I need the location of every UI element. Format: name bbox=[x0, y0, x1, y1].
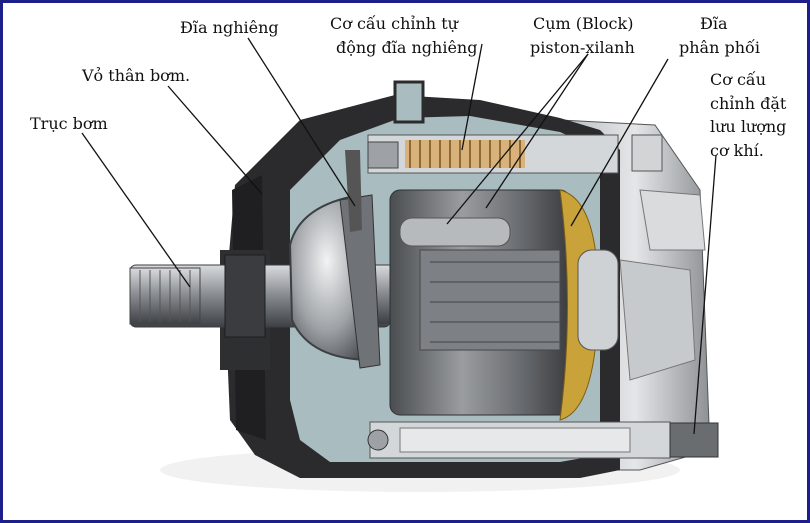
valve-plate bbox=[559, 189, 619, 421]
flow-adjuster bbox=[367, 421, 719, 459]
label-co-cau-luu-luong-line3: lưu lượng bbox=[710, 117, 787, 136]
label-cum-block-line2: piston-xilanh bbox=[530, 38, 635, 57]
label-co-cau-luu-luong-line2: chỉnh đặt bbox=[710, 94, 787, 113]
leader-truc-bom bbox=[81, 132, 191, 288]
leader-dia-nghieng bbox=[247, 37, 356, 207]
label-dia-nghieng: Đĩa nghiêng bbox=[180, 18, 279, 37]
label-dia-phan-phoi-line1: Đĩa bbox=[700, 14, 728, 33]
label-dia-phan-phoi-line2: phân phối bbox=[679, 38, 760, 57]
label-co-cau-chinh-tu-dong-line2: động đĩa nghiêng bbox=[336, 38, 478, 57]
leader-co-cau-chinh-tu-dong bbox=[461, 43, 483, 151]
leader-cum-block-1 bbox=[446, 53, 589, 225]
leader-dia-phan-phoi bbox=[570, 58, 669, 227]
label-co-cau-luu-luong-line4: cơ khí. bbox=[710, 141, 764, 160]
label-vo-than-bom: Vỏ thân bơm. bbox=[82, 66, 191, 85]
leader-cum-block-2 bbox=[485, 53, 589, 209]
label-cum-block-line1: Cụm (Block) bbox=[533, 14, 634, 33]
label-co-cau-luu-luong-line1: Cơ cấu bbox=[710, 70, 767, 89]
cylinder-block bbox=[389, 189, 571, 416]
leader-co-cau-luu-luong bbox=[693, 154, 717, 435]
leader-vo-than-bom bbox=[167, 85, 263, 195]
leader-lines bbox=[81, 37, 717, 435]
swash-plate bbox=[288, 150, 381, 369]
label-co-cau-chinh-tu-dong-line1: Cơ cấu chỉnh tự bbox=[330, 14, 458, 33]
label-truc-bom: Trục bơm bbox=[30, 114, 108, 133]
swash-adjuster bbox=[367, 134, 619, 174]
